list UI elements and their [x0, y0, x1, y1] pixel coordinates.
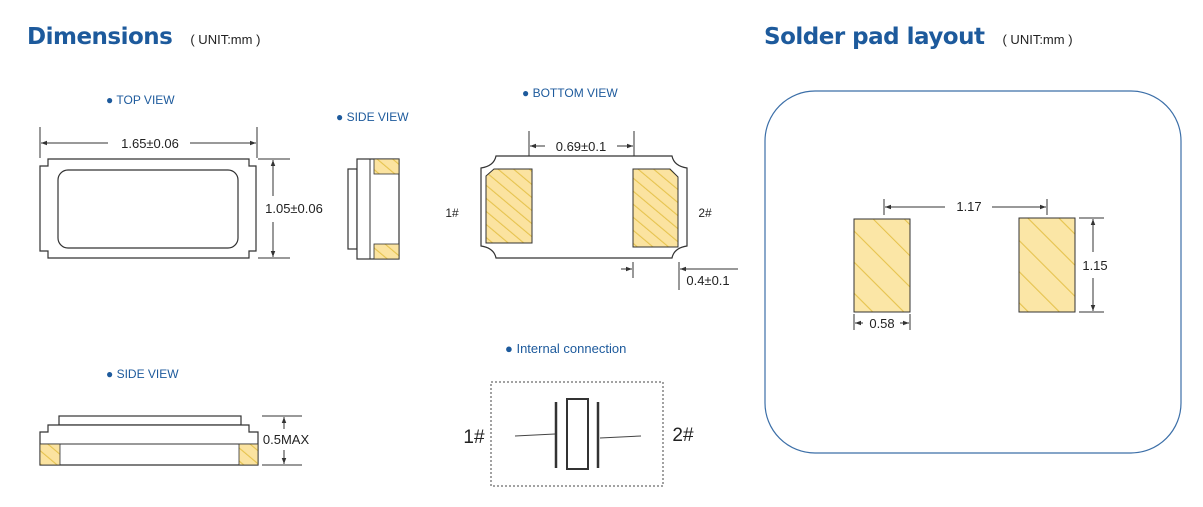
solder-pad-layout: 1.17 1.15 0.58 [764, 90, 1182, 454]
bottom-view-label: ● BOTTOM VIEW [522, 86, 618, 100]
internal-connection: ● Internal connection 1# 2# [463, 341, 694, 487]
internal-pin2: 2# [672, 425, 694, 446]
solder-frame [764, 90, 1182, 454]
solder-spacing: 1.17 [956, 199, 981, 214]
bottom-view-pad-1 [485, 168, 533, 244]
side-view-large-pad-right [238, 443, 259, 466]
top-view: ● TOP VIEW 1.65±0.06 1.05±0.06 [39, 93, 323, 259]
solder-pad-left [853, 218, 911, 313]
side-view-large-lid [58, 415, 242, 426]
dimensions-title-text: Dimensions [27, 24, 173, 50]
dimensions-title: Dimensions ( UNIT:mm ) [27, 24, 260, 50]
side-view-small-pad-bottom [373, 243, 400, 260]
side-view-large-max-height: 0.5MAX [263, 432, 310, 447]
bottom-view-pin2: 2# [698, 206, 712, 220]
internal-connection-frame [490, 381, 664, 487]
side-view-small: ● SIDE VIEW [336, 110, 409, 260]
top-view-label: ● TOP VIEW [106, 93, 175, 107]
internal-pin1: 1# [463, 427, 485, 448]
bottom-view: ● BOTTOM VIEW 0.69±0.1 1# 2# 0.4±0.1 [445, 86, 738, 290]
side-view-small-pad-top [373, 158, 400, 175]
top-view-lid [57, 169, 239, 249]
solder-height: 1.15 [1082, 258, 1107, 273]
bottom-view-pin1: 1# [445, 206, 459, 220]
side-view-large-body [39, 424, 259, 466]
top-view-height: 1.05±0.06 [265, 201, 323, 216]
solder-unit: ( UNIT:mm ) [1002, 32, 1073, 47]
bottom-view-pad-2 [632, 168, 679, 248]
solder-title-text: Solder pad layout [764, 24, 985, 50]
side-view-large-label: ● SIDE VIEW [106, 367, 179, 381]
dimensions-unit: ( UNIT:mm ) [190, 32, 261, 47]
side-view-large-pad-left [39, 443, 61, 466]
side-view-small-label: ● SIDE VIEW [336, 110, 409, 124]
solder-pad-right [1018, 217, 1076, 313]
side-view-large: ● SIDE VIEW 0.5MAX [39, 367, 310, 466]
internal-connection-label: ● Internal connection [505, 341, 626, 356]
bottom-view-spacing: 0.69±0.1 [556, 139, 607, 154]
crystal-element [566, 398, 589, 470]
top-view-body [39, 158, 257, 259]
solder-pad-width: 0.58 [869, 316, 894, 331]
bottom-view-pad-width: 0.4±0.1 [686, 273, 729, 288]
top-view-width: 1.65±0.06 [121, 136, 179, 151]
solder-title: Solder pad layout ( UNIT:mm ) [764, 24, 1073, 50]
